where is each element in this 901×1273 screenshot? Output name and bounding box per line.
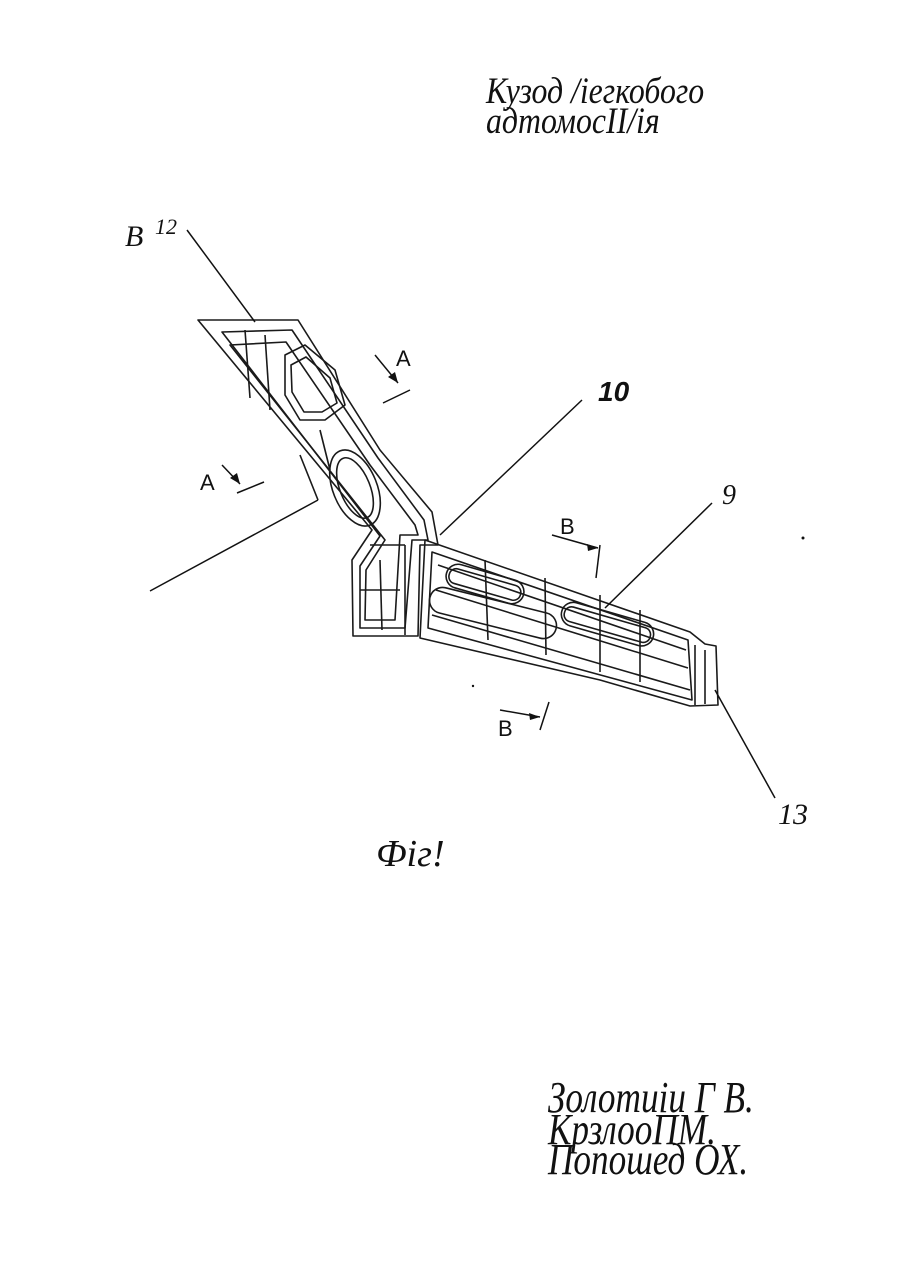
label-13: 13 <box>778 798 808 831</box>
author-line-3: Попошед ОХ. <box>548 1145 748 1175</box>
arrowheads <box>230 372 805 720</box>
leader-13 <box>715 690 775 798</box>
section-b-right-bar <box>596 545 600 578</box>
label-b-top: B <box>125 220 143 253</box>
section-b-bottom-bar <box>540 702 549 730</box>
label-9: 9 <box>722 480 736 511</box>
label-a-upper: A <box>396 346 411 371</box>
label-b-bottom: B <box>498 716 513 741</box>
leader-9 <box>605 503 712 608</box>
leader-left <box>150 500 318 591</box>
section-a-left-bar <box>237 482 264 493</box>
leader-lines <box>150 230 775 798</box>
leader-12 <box>187 230 255 322</box>
section-a-upper-bar <box>383 390 410 403</box>
body-part-outline <box>198 320 718 706</box>
label-12: 12 <box>155 214 177 239</box>
figure-caption: Фіг! <box>376 832 445 876</box>
label-a-left: A <box>200 470 215 495</box>
label-b-right: B <box>560 514 575 539</box>
label-10: 10 <box>598 376 630 407</box>
